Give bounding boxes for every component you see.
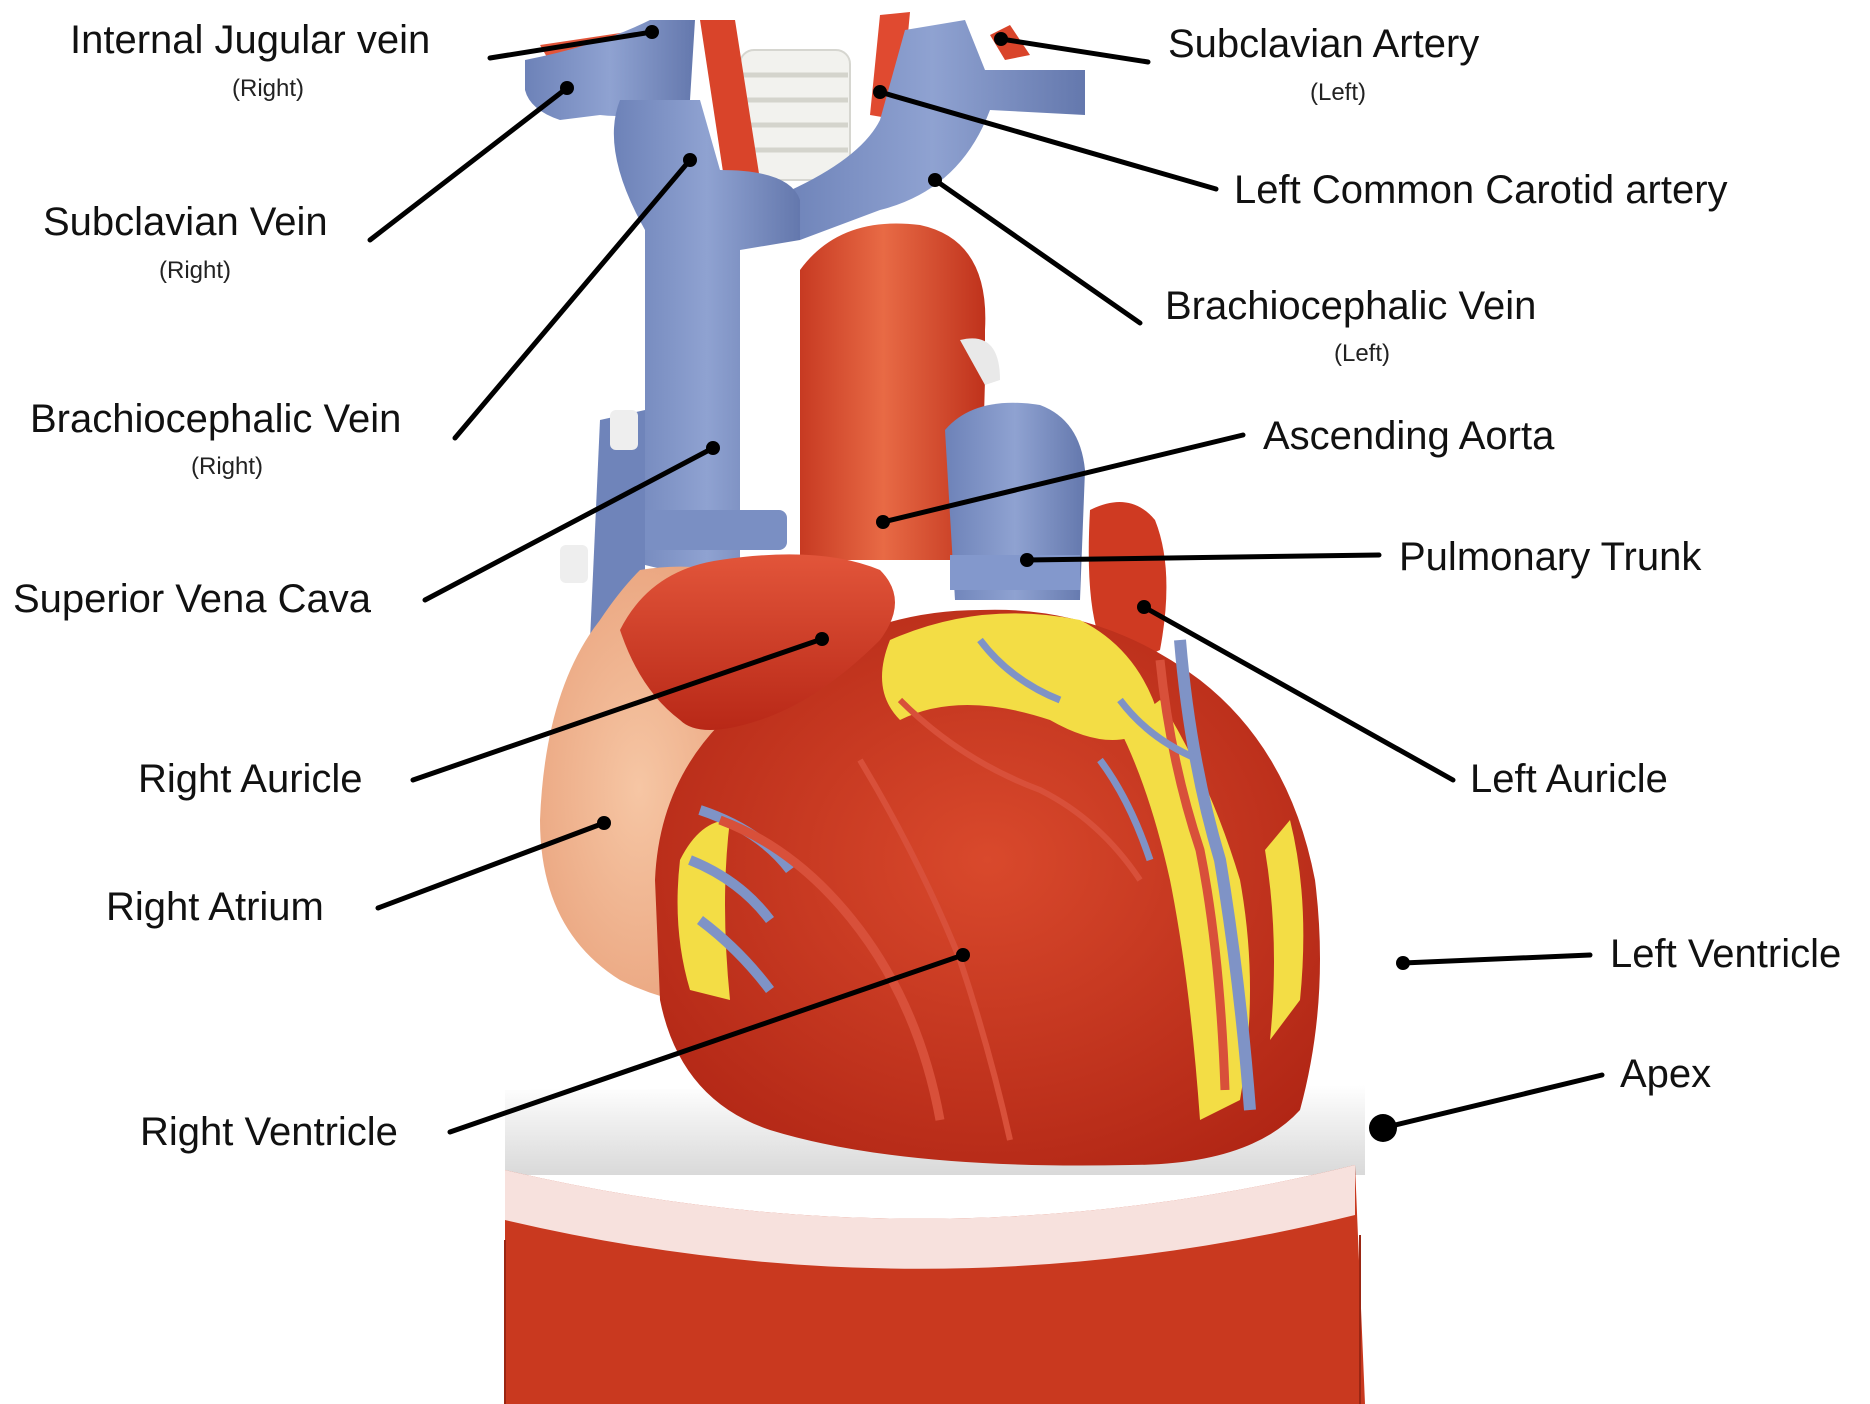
- label-internal-jugular-vein: Internal Jugular vein: [70, 18, 430, 62]
- label-apex: Apex: [1620, 1052, 1711, 1096]
- label-subclavian-vein-side: (Right): [159, 257, 231, 285]
- label-subclavian-artery: Subclavian Artery: [1168, 22, 1479, 66]
- leader-subclavian-vein: [370, 88, 567, 240]
- label-left-ventricle: Left Ventricle: [1610, 932, 1841, 976]
- label-brachiocephalic-vein-left-side: (Left): [1334, 340, 1390, 368]
- label-superior-vena-cava: Superior Vena Cava: [13, 577, 371, 621]
- leader-left-ventricle: [1403, 955, 1590, 963]
- label-internal-jugular-vein-side: (Right): [232, 75, 304, 103]
- label-pulmonary-trunk: Pulmonary Trunk: [1399, 535, 1701, 579]
- apex-marker: [1369, 1114, 1397, 1142]
- label-right-ventricle: Right Ventricle: [140, 1110, 398, 1154]
- label-left-common-carotid-artery: Left Common Carotid artery: [1234, 168, 1728, 212]
- label-subclavian-vein: Subclavian Vein: [43, 200, 328, 244]
- label-right-atrium: Right Atrium: [106, 885, 324, 929]
- label-left-auricle: Left Auricle: [1470, 757, 1668, 801]
- label-right-auricle: Right Auricle: [138, 757, 363, 801]
- leader-apex: [1383, 1075, 1602, 1128]
- label-ascending-aorta: Ascending Aorta: [1263, 414, 1554, 458]
- label-subclavian-artery-side: (Left): [1310, 79, 1366, 107]
- label-brachiocephalic-vein-left: Brachiocephalic Vein: [1165, 284, 1536, 328]
- label-brachiocephalic-vein-right: Brachiocephalic Vein: [30, 397, 401, 441]
- label-brachiocephalic-vein-right-side: (Right): [191, 453, 263, 481]
